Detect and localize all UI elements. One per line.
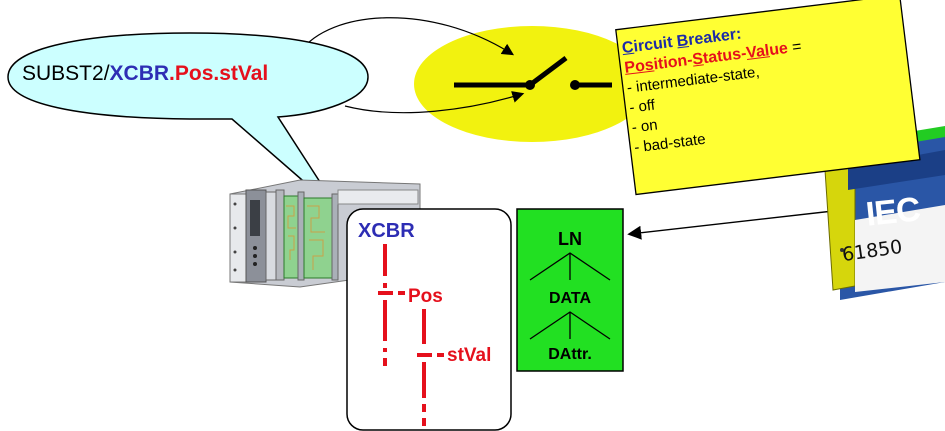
note-paper xyxy=(615,0,921,196)
tree-box xyxy=(346,208,512,431)
bubble-path-label: SUBST2/XCBR.Pos.stVal xyxy=(22,62,268,86)
tree-lines xyxy=(378,244,444,426)
hierarchy-box xyxy=(516,208,624,372)
hierarchy-dattr-label: DAttr. xyxy=(548,346,592,363)
connector-curve-top xyxy=(299,17,515,56)
hierarchy-data-label: DATA xyxy=(548,290,592,307)
connector-curve-bottom xyxy=(344,91,525,114)
hierarchy-ln-label: LN xyxy=(558,229,582,249)
tree-root-label: XCBR xyxy=(358,220,415,242)
circuit-breaker-switch-icon xyxy=(454,56,612,90)
iec-logo-text: IEC xyxy=(864,190,922,234)
tree-level1-label: Pos xyxy=(408,286,443,307)
bubble-prefix: SUBST2/ xyxy=(22,62,110,85)
speech-bubble xyxy=(7,32,369,214)
ln-arrow xyxy=(627,209,843,240)
bubble-rest: .Pos.stVal xyxy=(169,62,269,85)
bubble-ln: XCBR xyxy=(109,62,170,85)
tree-level2-label: stVal xyxy=(447,345,492,366)
